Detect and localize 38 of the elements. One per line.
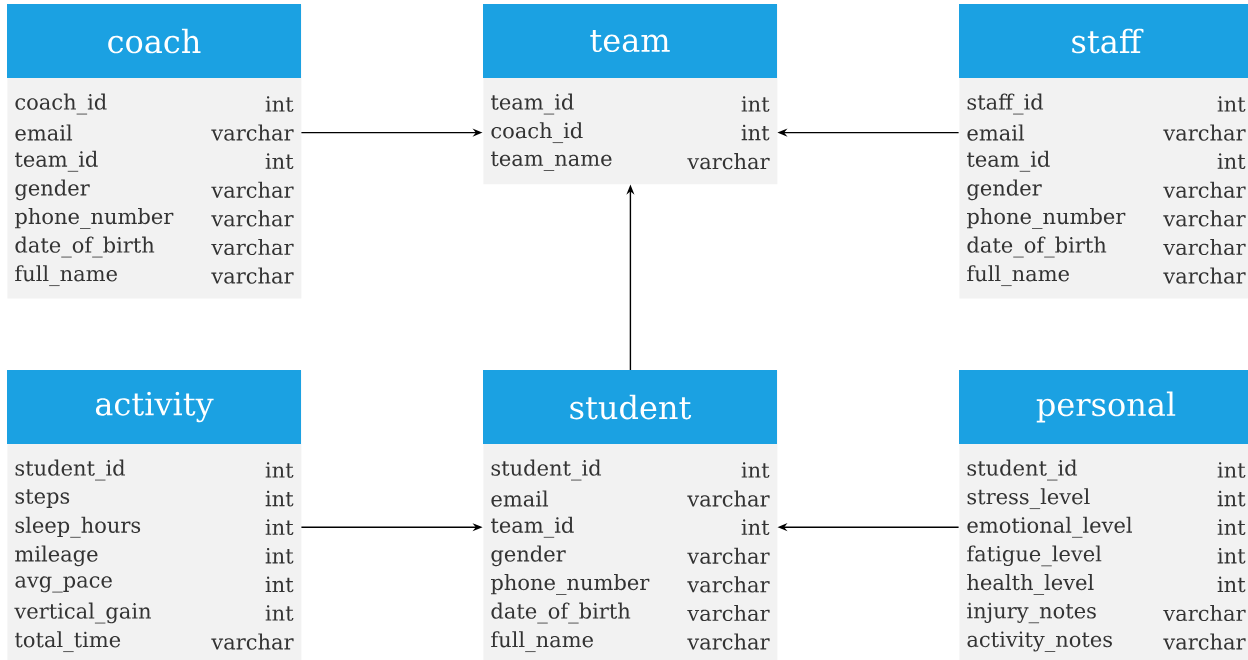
- table-row: full_name varchar: [491, 631, 770, 653]
- table-row: health_level int: [967, 573, 1246, 595]
- table-row: phone_number varchar: [491, 573, 770, 595]
- table-row: steps int: [15, 489, 294, 508]
- table-row: activity_notes varchar: [967, 631, 1246, 652]
- table-row: phone_number varchar: [15, 207, 294, 229]
- table-row: vertical_gain int: [14, 602, 294, 624]
- table-row: total_time varchar: [15, 631, 294, 653]
- table-row: mileage int: [15, 545, 294, 567]
- table-row: gender varchar: [967, 179, 1246, 201]
- table-row: student_id int: [967, 459, 1246, 481]
- table-row: fatigue_level int: [967, 545, 1246, 567]
- table-row: stress_level int: [967, 488, 1246, 510]
- table-row: avg_pace int: [15, 576, 294, 593]
- table-row: team_id int: [491, 93, 770, 115]
- table-row: date_of_birth varchar: [967, 236, 1246, 258]
- table-row: staff_id int: [967, 93, 1246, 115]
- table-row: email varchar: [491, 490, 770, 507]
- table-row: email varchar: [15, 124, 294, 141]
- table-row: gender varchar: [15, 179, 294, 201]
- table-row: date_of_birth varchar: [15, 236, 294, 258]
- table-row: email varchar: [967, 124, 1246, 141]
- table-row: team_id int: [15, 150, 294, 172]
- table-row: coach_id int: [15, 93, 294, 115]
- table-row: gender varchar: [491, 545, 770, 567]
- table-row: injury_notes varchar: [967, 602, 1246, 624]
- table-row: emotional_level int: [967, 516, 1246, 538]
- table-row: student_id int: [491, 459, 770, 481]
- table-row: team_name varchar: [491, 151, 770, 171]
- table-row: team_id int: [491, 516, 770, 538]
- table-row: sleep_hours int: [15, 516, 294, 538]
- table-row: phone_number varchar: [967, 207, 1246, 229]
- table-row: coach_id int: [491, 122, 770, 144]
- table-row: student_id int: [15, 459, 294, 481]
- table-row: date_of_birth varchar: [491, 602, 770, 624]
- table-row: full_name varchar: [967, 265, 1246, 287]
- table-row: team_id int: [967, 150, 1246, 172]
- table-row: full_name varchar: [15, 265, 294, 287]
